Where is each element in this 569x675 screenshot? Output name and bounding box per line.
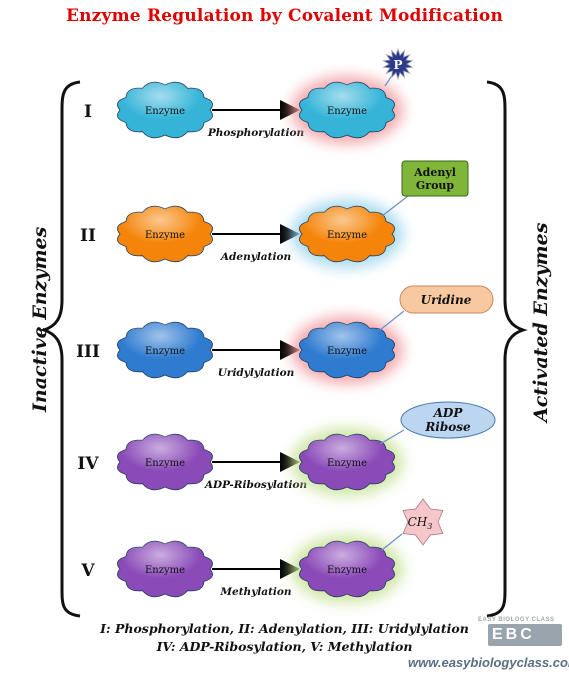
process-label: Methylation — [219, 586, 291, 598]
uridine-oval — [399, 285, 494, 314]
phosphate-star-icon — [382, 47, 414, 81]
inactive-enzymes-label: Inactive Enzymes — [29, 226, 51, 412]
enzyme-label: Enzyme — [327, 106, 367, 117]
enzyme-label: Enzyme — [145, 565, 185, 576]
process-label: Uridylylation — [218, 367, 294, 379]
inactive-enzyme-4: Enzyme — [117, 433, 213, 491]
enzyme-label: Enzyme — [327, 346, 367, 357]
process-label: ADP-Ribosylation — [204, 479, 307, 491]
watermark-logo-box — [488, 624, 562, 646]
activated-enzyme-2: Enzyme — [299, 205, 395, 263]
row-numeral: I — [84, 102, 92, 122]
activated-enzyme-4: Enzyme — [299, 433, 395, 491]
left-brace — [39, 80, 81, 618]
adp-ribose-label: Ribose — [424, 420, 471, 434]
modification-group-3: Uridine — [379, 285, 494, 331]
inactive-enzyme-1: Enzyme — [117, 81, 213, 139]
process-label: Adenylation — [220, 251, 291, 263]
inactive-enzyme-3: Enzyme — [117, 321, 213, 379]
enzyme-label: Enzyme — [145, 106, 185, 117]
row-numeral: V — [80, 561, 95, 581]
adp-ribose-label: ADP — [433, 406, 464, 420]
inactive-enzyme-5: Enzyme — [117, 540, 213, 598]
row-numeral: IV — [77, 454, 99, 474]
adp-ribose-oval — [400, 401, 496, 439]
methyl-star-icon — [402, 498, 444, 546]
activated-enzyme-5: Enzyme — [299, 540, 395, 598]
adenyl-group-label: Group — [416, 179, 455, 192]
enzyme-label: Enzyme — [327, 458, 367, 469]
methyl-label: CH3 — [408, 515, 433, 531]
right-brace — [486, 80, 528, 618]
diagram-title: Enzyme Regulation by Covalent Modificati… — [65, 6, 504, 26]
watermark-url: www.easybiologyclass.com — [408, 655, 569, 670]
adenyl-group-label: Adenyl — [413, 166, 456, 179]
process-label: Phosphorylation — [207, 127, 304, 139]
row-numeral: III — [76, 342, 100, 362]
enzyme-label: Enzyme — [145, 458, 185, 469]
modification-group-5: CH3 — [381, 498, 444, 551]
activated-enzyme-3: Enzyme — [299, 321, 395, 379]
phosphate-label: P — [393, 58, 402, 72]
enzyme-label: Enzyme — [145, 230, 185, 241]
row-numeral: II — [80, 226, 96, 246]
enzyme-label: Enzyme — [327, 565, 367, 576]
caption-line-1: I: Phosphorylation, II: Adenylation, III… — [100, 621, 469, 636]
uridine-label: Uridine — [421, 293, 472, 307]
adenyl-group-box — [401, 160, 469, 197]
modification-group-1: P — [382, 47, 414, 87]
enzyme-label: Enzyme — [145, 346, 185, 357]
inactive-enzyme-2: Enzyme — [117, 205, 213, 263]
watermark-small-text: EASY BIOLOGY CLASS — [478, 617, 555, 623]
activated-enzymes-label: Activated Enzymes — [530, 222, 552, 422]
watermark-logo: EBC — [492, 626, 535, 643]
activated-enzyme-1: Enzyme — [299, 81, 395, 139]
enzyme-label: Enzyme — [327, 230, 367, 241]
caption-line-2: IV: ADP-Ribosylation, V: Methylation — [156, 639, 413, 654]
